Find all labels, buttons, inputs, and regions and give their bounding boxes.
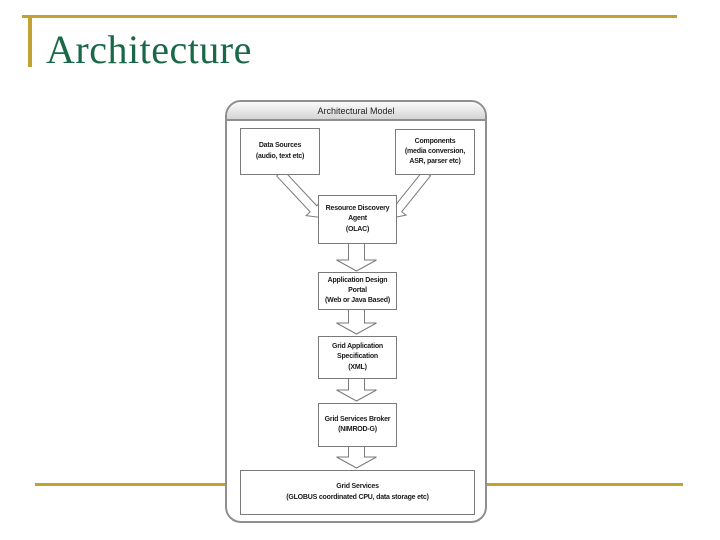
slide-title: Architecture xyxy=(46,27,252,72)
node-label: (Web or Java Based) xyxy=(325,297,390,305)
node-label: Grid Services Broker xyxy=(324,415,391,423)
node-label: Portal xyxy=(348,286,367,294)
node-label: Grid Application xyxy=(332,343,383,351)
arrow-down-icon xyxy=(336,444,377,469)
node-label: Application Design xyxy=(327,276,388,284)
node-data-sources: Data Sources (audio, text etc) xyxy=(240,128,320,175)
arrow-down-icon xyxy=(336,307,377,335)
node-label: Specification xyxy=(337,353,378,361)
node-label: (media conversion, xyxy=(404,147,466,155)
node-label: Agent xyxy=(348,215,367,223)
node-grid-application-specification: Grid Application Specification (XML) xyxy=(318,336,397,379)
node-label: (audio, text etc) xyxy=(255,152,305,160)
arrow-down-icon xyxy=(336,241,377,272)
node-label: ASR, parser etc) xyxy=(409,158,461,166)
left-accent-line xyxy=(28,17,32,67)
panel-header: Architectural Model xyxy=(227,102,485,121)
node-grid-services-broker: Grid Services Broker (NIMROD-G) xyxy=(318,403,397,447)
node-label: Data Sources xyxy=(258,142,302,150)
node-label: Resource Discovery xyxy=(325,205,390,213)
connector-arrows-layer xyxy=(276,169,432,469)
panel-title: Architectural Model xyxy=(317,105,395,116)
node-label: (OLAC) xyxy=(345,225,370,233)
node-grid-services: Grid Services (GLOBUS coordinated CPU, d… xyxy=(240,470,475,515)
node-resource-discovery-agent: Resource Discovery Agent (OLAC) xyxy=(318,195,397,244)
architectural-model-panel: Architectural Model Data Sources (audio,… xyxy=(225,100,487,523)
node-label: Grid Services xyxy=(336,483,379,491)
node-application-design-portal: Application Design Portal (Web or Java B… xyxy=(318,272,397,310)
node-components: Components (media conversion, ASR, parse… xyxy=(395,129,475,175)
node-label: (NIMROD-G) xyxy=(338,426,377,433)
arrow-down-icon xyxy=(336,376,377,402)
top-accent-line xyxy=(22,15,677,18)
node-label: (GLOBUS coordinated CPU, data storage et… xyxy=(286,493,429,501)
node-label: Components xyxy=(414,137,456,145)
node-label: (XML) xyxy=(348,363,367,371)
